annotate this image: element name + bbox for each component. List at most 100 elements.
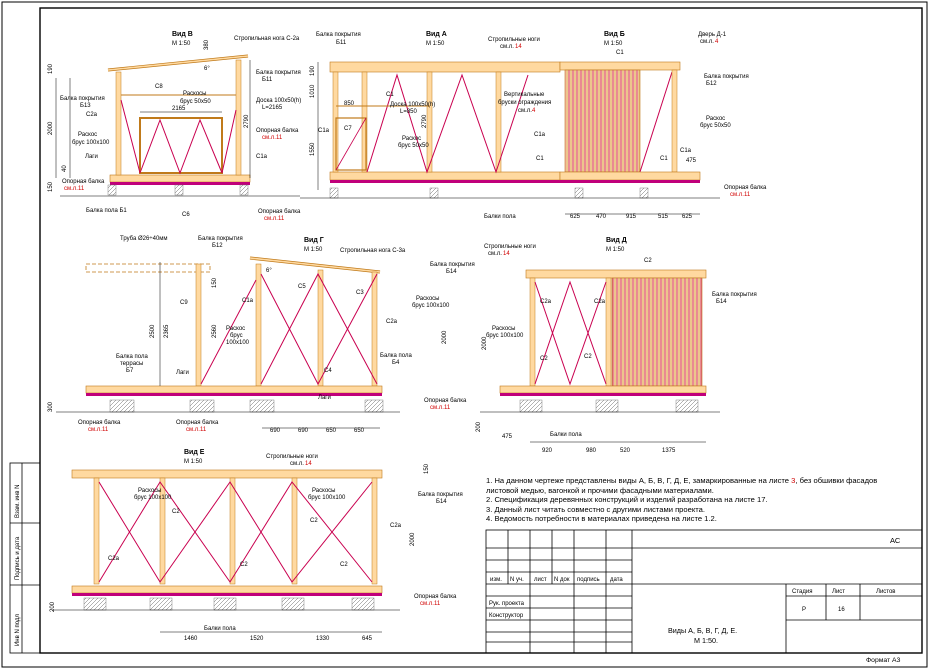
view-v-support2-label: Опорная балка <box>62 179 105 185</box>
view-d-dim-475: 475 <box>502 434 513 440</box>
view-v-beam-b13-mark: Б13 <box>80 103 91 109</box>
view-b-dim-470: 470 <box>596 214 607 220</box>
view-v-c6: С6 <box>182 212 190 218</box>
view-e-raskos-size-1: брус 100х100 <box>134 495 172 501</box>
stamp-stage-header: Стадия <box>792 589 812 595</box>
view-d-dim-520: 520 <box>620 448 631 454</box>
view-e-c2-4: С2 <box>340 562 348 568</box>
view-v-scale: М 1:50 <box>172 41 191 47</box>
note-4: 4. Ведомость потребности в материалах пр… <box>486 514 717 523</box>
stamp-code: АС <box>890 536 901 545</box>
view-b-vbars-ref: см.л. <box>518 108 532 114</box>
view-v-dim-150: 150 <box>48 181 54 192</box>
view-b-vbars-sheet: 4 <box>532 108 536 114</box>
view-g-support-mid-label: Опорная балка <box>176 420 219 426</box>
view-e-dim-1330: 1330 <box>316 636 330 642</box>
view-e-dim-2000: 2000 <box>410 532 416 546</box>
view-g-dim-650a: 650 <box>326 428 337 434</box>
view-a-board-label: Доска 100х50(h) <box>390 102 435 108</box>
view-b-c1-top: С1 <box>616 50 624 56</box>
view-g-support-left-sheet: см.л.11 <box>88 427 109 433</box>
view-g-raskos-l2: брус <box>230 333 243 339</box>
view-d-c2a-right: С2а <box>594 299 606 305</box>
view-d-c2-top: С2 <box>644 258 652 264</box>
view-e-c2-1: С2 <box>172 509 180 515</box>
view-d-title: Вид Д <box>606 237 627 244</box>
stamp-col-list: лист <box>534 577 547 583</box>
view-g-dim-150: 150 <box>212 277 218 288</box>
view-v-rafter-label: Стропильная нога С-2а <box>234 36 300 42</box>
side-stamp-sign-date: Подпись и дата <box>15 536 21 580</box>
view-e-raskos-label-1: Раскосы <box>138 488 161 494</box>
view-a-rafter-sheet: 14 <box>515 44 522 50</box>
view-g-dim-690a: 690 <box>270 428 281 434</box>
view-v-beam-b13-label: Балка покрытия <box>60 96 105 102</box>
stamp-title-line2: М 1:50. <box>694 636 718 645</box>
view-a-c1a: С1а <box>318 128 330 134</box>
view-b-beam-mark: Б12 <box>706 81 717 87</box>
view-a-dim-2790: 2790 <box>422 114 428 128</box>
view-b-c1a-right: С1а <box>680 148 692 154</box>
view-d-c2-left: С2 <box>540 356 548 362</box>
stamp-col-sign: подпись <box>577 577 600 583</box>
general-notes: 1. На данном чертеже представлены виды А… <box>486 476 911 524</box>
view-v-support2-sheet: см.л.11 <box>64 186 85 192</box>
view-d-dim-980: 980 <box>586 448 597 454</box>
view-a-dim-1550: 1550 <box>310 142 316 156</box>
side-stamp-inv-vzam: Взам. инв N <box>15 485 21 518</box>
view-g-dim-2560: 2560 <box>212 324 218 338</box>
view-g-dim-2365: 2365 <box>164 324 170 338</box>
view-v-brace-label: Раскосы <box>183 91 206 97</box>
view-v-raskos-size: брус 100х100 <box>72 140 110 146</box>
view-a-rafter-label: Стропильные ноги <box>488 37 540 43</box>
view-d-rafter-label: Стропильные ноги <box>484 244 536 250</box>
note-1-b: , без обшивки фасадов <box>795 476 878 485</box>
view-b-dim-625a: 625 <box>570 214 581 220</box>
view-g-raskos-l3: 100х100 <box>226 340 250 346</box>
view-a-scale: М 1:50 <box>426 41 445 47</box>
stamp-konstr: Конструктор <box>489 613 524 619</box>
view-d <box>480 269 720 443</box>
view-b-brace-label: Раскос <box>706 116 725 122</box>
view-g-beam-b14-label: Балка покрытия <box>430 262 475 268</box>
view-e-rafter-sheet: 14 <box>305 461 312 467</box>
view-a-beam-mark: Б11 <box>336 40 347 46</box>
stamp-col-izm: изм. <box>490 577 502 583</box>
view-g-beam-b14-mark: Б14 <box>446 269 457 275</box>
view-a-c7: С7 <box>344 126 352 132</box>
view-g-c3: С3 <box>356 290 364 296</box>
view-e-title: Вид Е <box>184 449 205 456</box>
note-1-line-2: листовой медью, вагонкой и прочими фасад… <box>486 485 714 495</box>
view-e-c2a-left: С2а <box>108 556 120 562</box>
view-e-beam-mark: Б14 <box>436 499 447 505</box>
view-v <box>55 54 300 197</box>
view-g-dim-2000: 2000 <box>442 330 448 344</box>
note-2: 2. Спецификация деревянных конструкций и… <box>486 495 768 504</box>
view-g-pipe: Труба Ø26÷40мм <box>120 236 168 242</box>
view-v-dim-2165: 2165 <box>172 106 186 112</box>
note-3: 3. Данный лист читать совместно с другим… <box>486 504 705 514</box>
view-g-c4: С4 <box>324 368 332 374</box>
view-a-c1: С1 <box>386 92 394 98</box>
view-g-terrace-l2: террасы <box>120 361 143 367</box>
view-v-board-label: Доска 100х50(h) <box>256 98 301 104</box>
view-e-raskos-size-2: брус 100х100 <box>308 495 346 501</box>
view-v-title: Вид В <box>172 31 193 38</box>
view-v-dim-40: 40 <box>62 165 68 172</box>
view-g-terrace-l3: Б7 <box>126 368 134 374</box>
view-a-brace-label: Раскос <box>402 136 421 142</box>
view-g-rafter: Стропильная нога С-3а <box>340 248 406 254</box>
view-e-rafter-label: Стропильные ноги <box>266 454 318 460</box>
view-a-dim-850: 850 <box>344 101 355 107</box>
view-v-c2a: С2а <box>86 112 98 118</box>
view-g-c9: С9 <box>180 300 188 306</box>
view-v-dim-2000: 2000 <box>48 121 54 135</box>
view-g-lagi-left: Лаги <box>176 370 189 376</box>
view-d-c2a-left: С2а <box>540 299 552 305</box>
view-d-scale: М 1:50 <box>606 247 625 253</box>
view-d-dim-1375: 1375 <box>662 448 676 454</box>
view-g-braces-label: Раскосы <box>416 296 439 302</box>
view-a-board-length: L=850 <box>400 109 418 115</box>
view-e <box>52 469 400 633</box>
